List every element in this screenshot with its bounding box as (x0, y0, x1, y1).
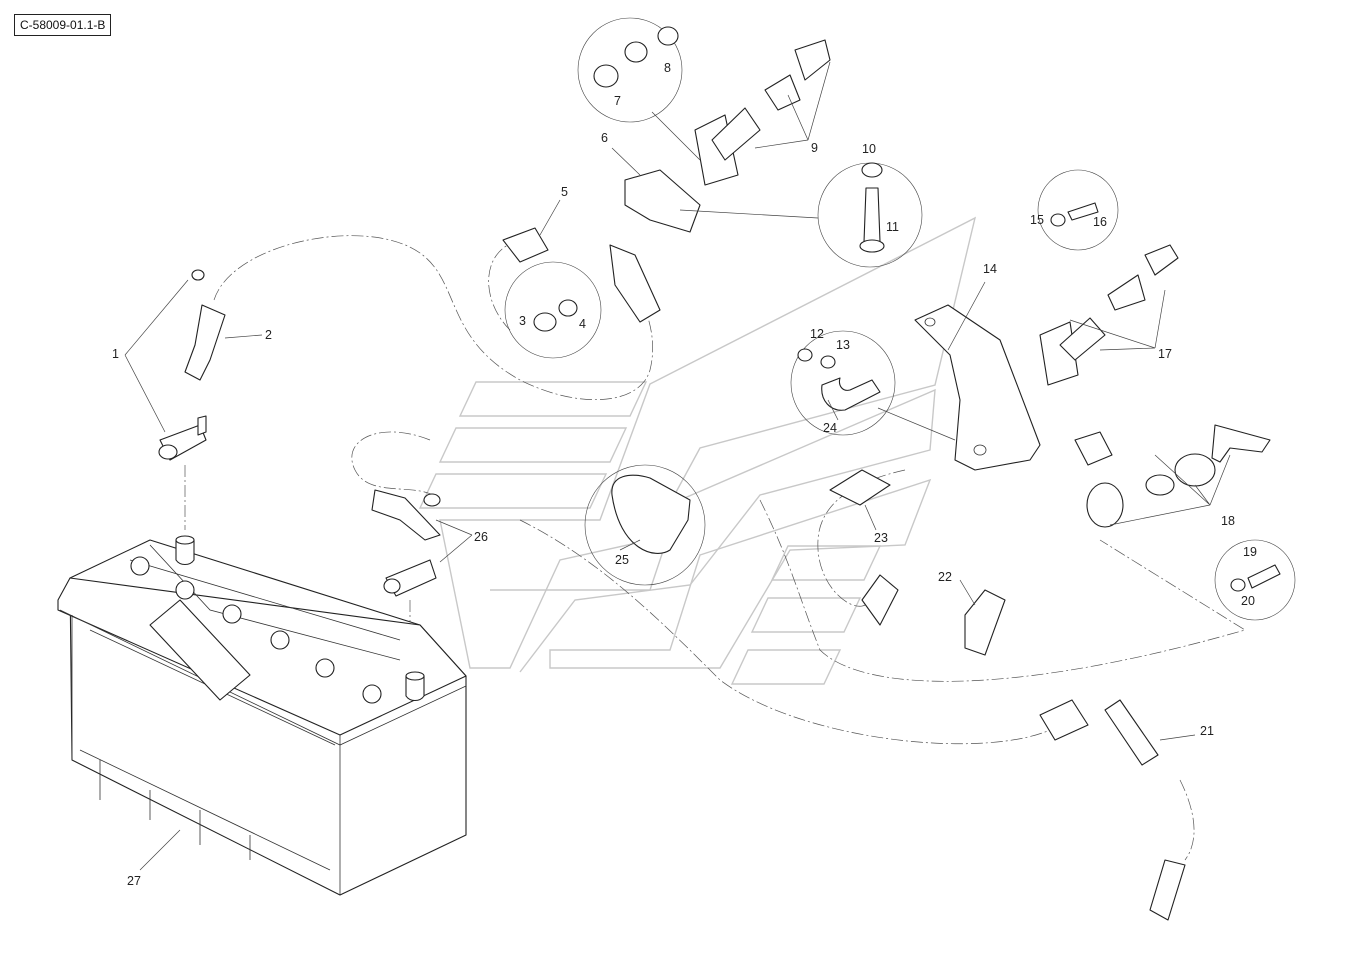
callout-23: 23 (874, 531, 888, 545)
callout-14: 14 (983, 262, 997, 276)
bolt-15-16 (1050, 202, 1099, 227)
mounting-plate-14 (914, 304, 1041, 471)
detail-circles (504, 17, 1296, 621)
callout-5: 5 (561, 185, 568, 199)
watermark-logo (418, 216, 977, 685)
callout-4: 4 (579, 317, 586, 331)
bolt-10-11 (859, 162, 885, 253)
callout-25: 25 (615, 553, 629, 567)
callout-6: 6 (601, 131, 608, 145)
terminal-clamp-26 (371, 489, 441, 597)
callout-8: 8 (664, 61, 671, 75)
callout-26: 26 (474, 530, 488, 544)
clips-23 (829, 469, 1089, 741)
nuts-washers-3-4 (533, 299, 578, 332)
callout-3: 3 (519, 314, 526, 328)
lug-terminal (609, 244, 661, 323)
switch-assembly-18 (1074, 424, 1271, 528)
callout-17: 17 (1158, 347, 1172, 361)
callout-12: 12 (810, 327, 824, 341)
washers-7-8 (593, 26, 679, 88)
callout-10: 10 (862, 142, 876, 156)
callout-7: 7 (614, 94, 621, 108)
callout-16: 16 (1093, 215, 1107, 229)
bolt-19-20 (1230, 564, 1281, 592)
terminal-post-17 (1039, 244, 1179, 386)
callout-21: 21 (1200, 724, 1214, 738)
callout-numbers: 1 2 3 4 5 6 7 8 9 10 11 12 13 14 15 16 1… (112, 61, 1257, 888)
callout-1: 1 (112, 347, 119, 361)
p-clamp-12-13-24 (797, 348, 881, 411)
drawing-code-label: C-58009-01.1-B (14, 14, 112, 36)
callout-9: 9 (811, 141, 818, 155)
terminal-post-9 (694, 39, 831, 186)
callout-11: 11 (886, 220, 899, 234)
bracket-6 (624, 169, 701, 233)
cable-lugs-21 (1104, 699, 1186, 921)
callout-18: 18 (1221, 514, 1235, 528)
battery-caps (130, 556, 382, 704)
callout-13: 13 (836, 338, 850, 352)
cable-lug-2 (184, 304, 226, 381)
callout-24: 24 (823, 421, 837, 435)
callout-27: 27 (127, 874, 141, 888)
callout-19: 19 (1243, 545, 1257, 559)
callout-20: 20 (1241, 594, 1255, 608)
battery (57, 535, 467, 896)
sleeve-22 (964, 589, 1006, 656)
terminal-clamp-1 (158, 269, 207, 461)
callout-22: 22 (938, 570, 952, 584)
cable-tie-25 (611, 474, 691, 554)
leader-lines (124, 61, 1231, 871)
cable-clip-5 (502, 227, 549, 263)
callout-15: 15 (1030, 213, 1044, 227)
callout-2: 2 (265, 328, 272, 342)
